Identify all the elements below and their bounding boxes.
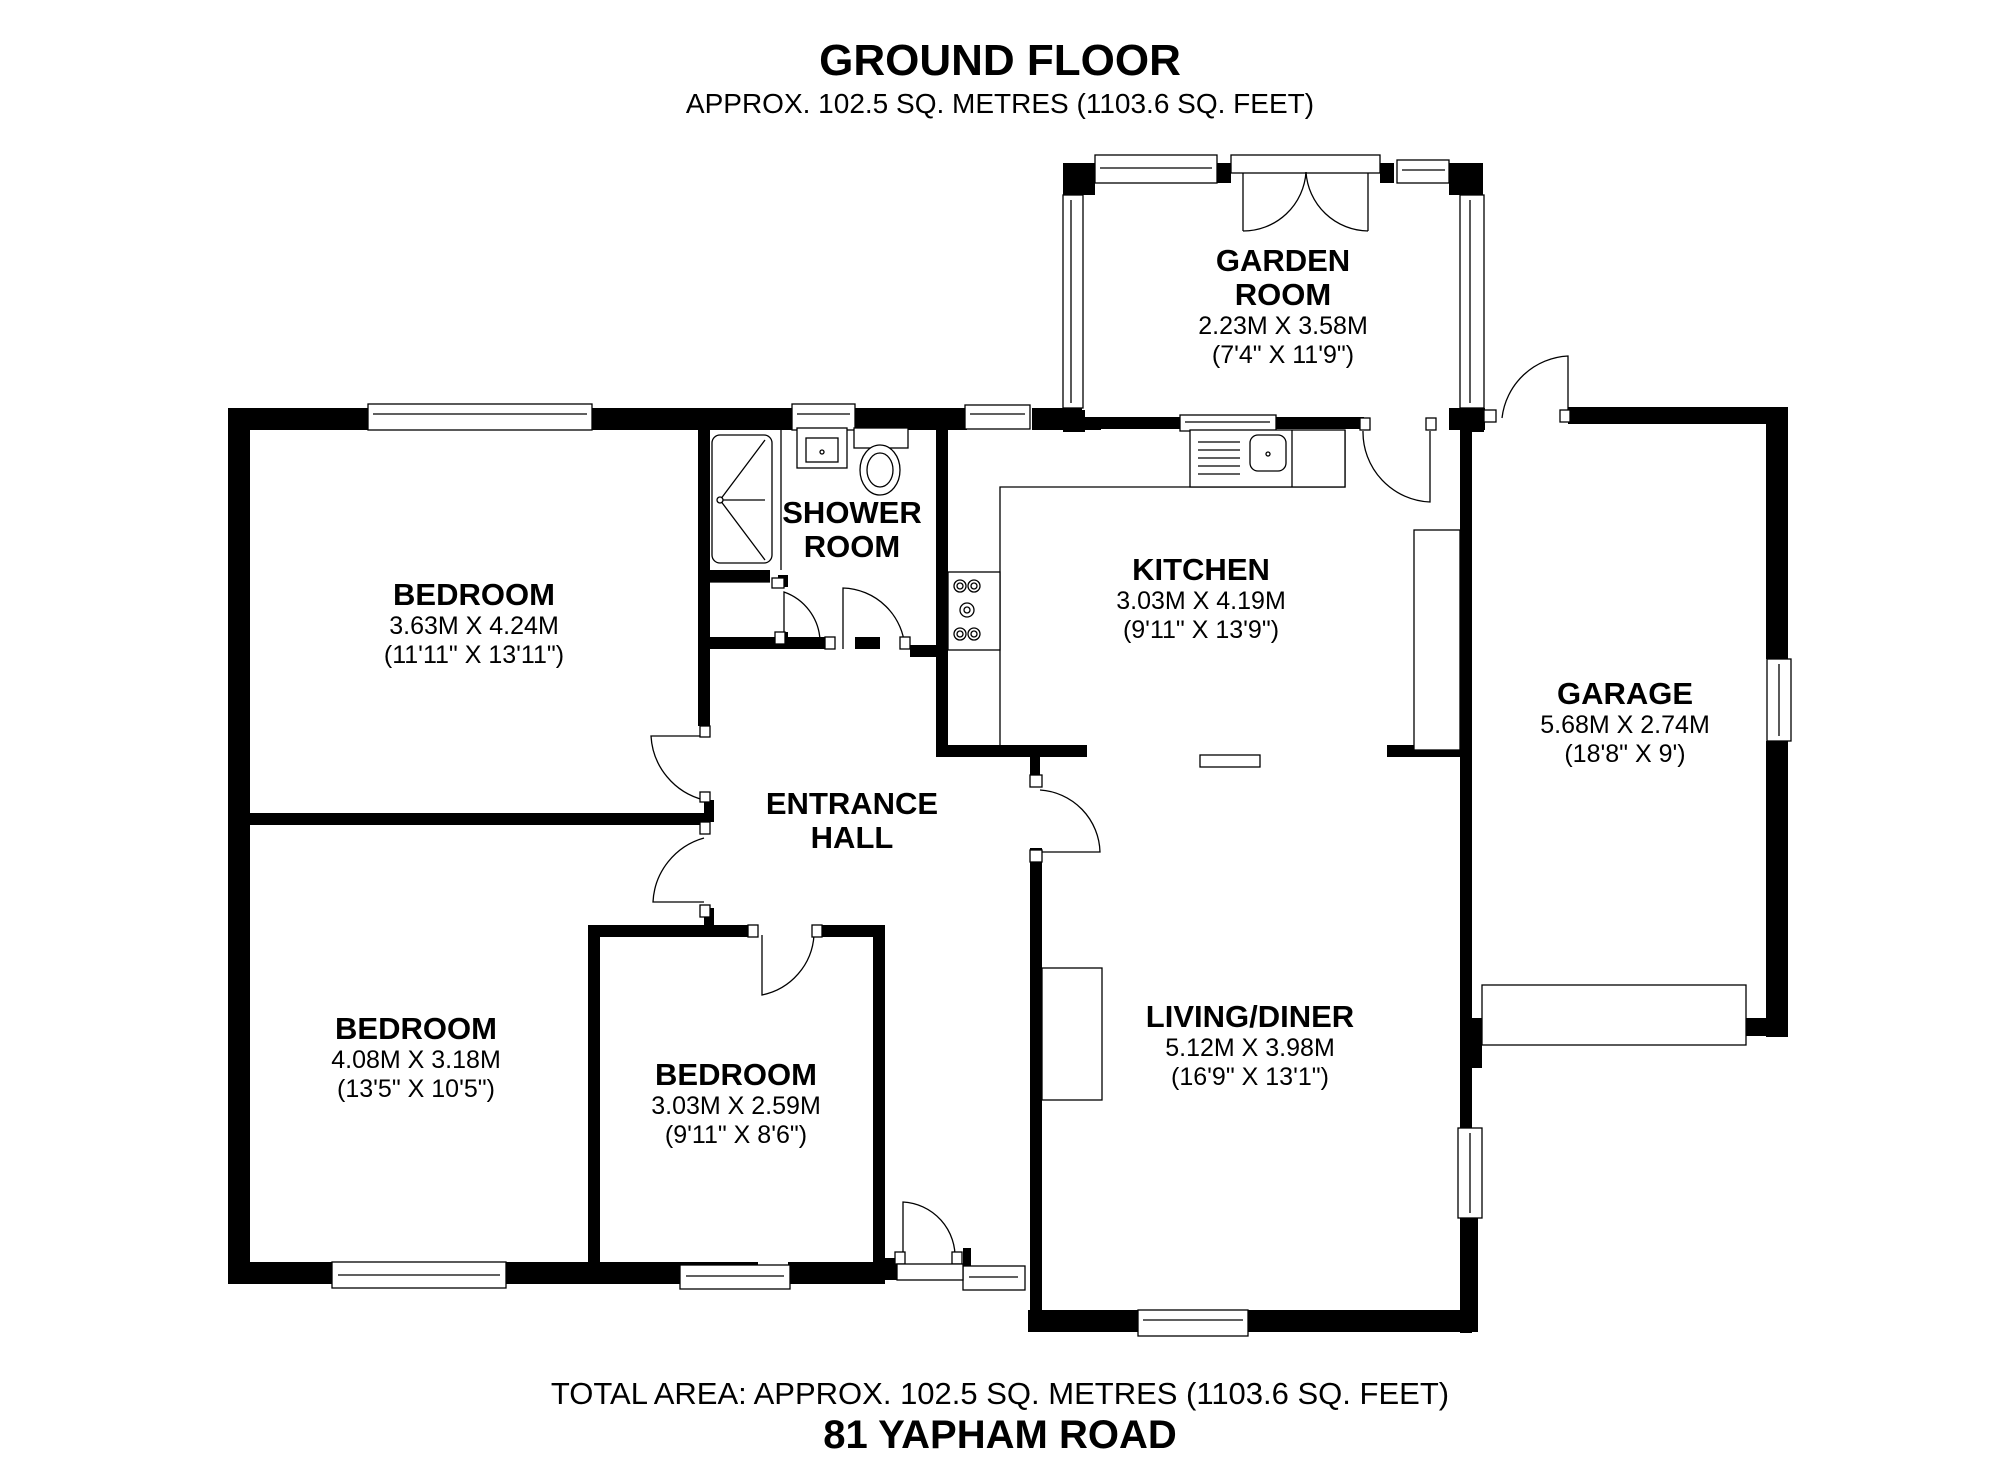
fireplace-icon <box>1041 967 1103 1101</box>
room-label-entrance-hall: ENTRANCE HALL <box>765 786 939 855</box>
floor-title: GROUND FLOOR <box>819 36 1181 85</box>
room-label-kitchen: KITCHEN 3.03M X 4.19M (9'11" X 13'9") <box>1116 552 1286 645</box>
main-walls <box>228 407 1788 1333</box>
drainer-lines <box>1198 441 1240 475</box>
window <box>1094 154 1218 184</box>
window <box>1062 194 1084 409</box>
window <box>679 1264 791 1290</box>
window <box>1396 159 1450 184</box>
window <box>1137 1309 1249 1337</box>
door-swing-icon <box>771 577 911 650</box>
door-swing-icon <box>1483 355 1571 423</box>
floor-area-subtitle: APPROX. 102.5 SQ. METRES (1103.6 SQ. FEE… <box>685 88 1315 119</box>
window <box>367 403 593 431</box>
room-label-garden-room: GARDEN ROOM 2.23M X 3.58M (7'4" X 11'9") <box>1198 243 1368 370</box>
property-address: 81 YAPHAM ROAD <box>823 1413 1177 1457</box>
door-swing-icon <box>1362 430 1431 503</box>
door-swing-icon <box>1029 774 1101 863</box>
window <box>964 404 1031 430</box>
french-door-icon <box>1230 154 1381 232</box>
tall-unit <box>1413 529 1461 751</box>
hob-rings <box>953 579 981 641</box>
window <box>962 1265 1026 1291</box>
door-swing-icon <box>747 924 823 996</box>
door-swing-icon <box>650 725 711 803</box>
window <box>1459 194 1485 409</box>
front-door-icon <box>894 1201 964 1281</box>
room-label-garage: GARAGE 5.68M X 2.74M (18'8" X 9') <box>1540 676 1710 769</box>
room-label-shower-room: SHOWER ROOM <box>782 495 922 564</box>
garage-door-icon <box>1481 984 1747 1046</box>
door-swing-icon <box>652 821 711 918</box>
window <box>791 403 856 431</box>
shower-tray-icon <box>711 434 773 564</box>
room-label-bedroom-3: BEDROOM 3.03M X 2.59M (9'11" X 8'6") <box>651 1057 821 1150</box>
room-label-living-diner: LIVING/DINER 5.12M X 3.98M (16'9" X 13'1… <box>1145 999 1355 1092</box>
window <box>1179 414 1277 432</box>
room-label-bedroom-1: BEDROOM 3.63M X 4.24M (11'11" X 13'11") <box>383 577 565 670</box>
room-label-bedroom-2: BEDROOM 4.08M X 3.18M (13'5" X 10'5") <box>331 1011 501 1104</box>
total-area-text: TOTAL AREA: APPROX. 102.5 SQ. METRES (11… <box>550 1376 1450 1411</box>
breakfast-bar <box>1199 754 1261 768</box>
